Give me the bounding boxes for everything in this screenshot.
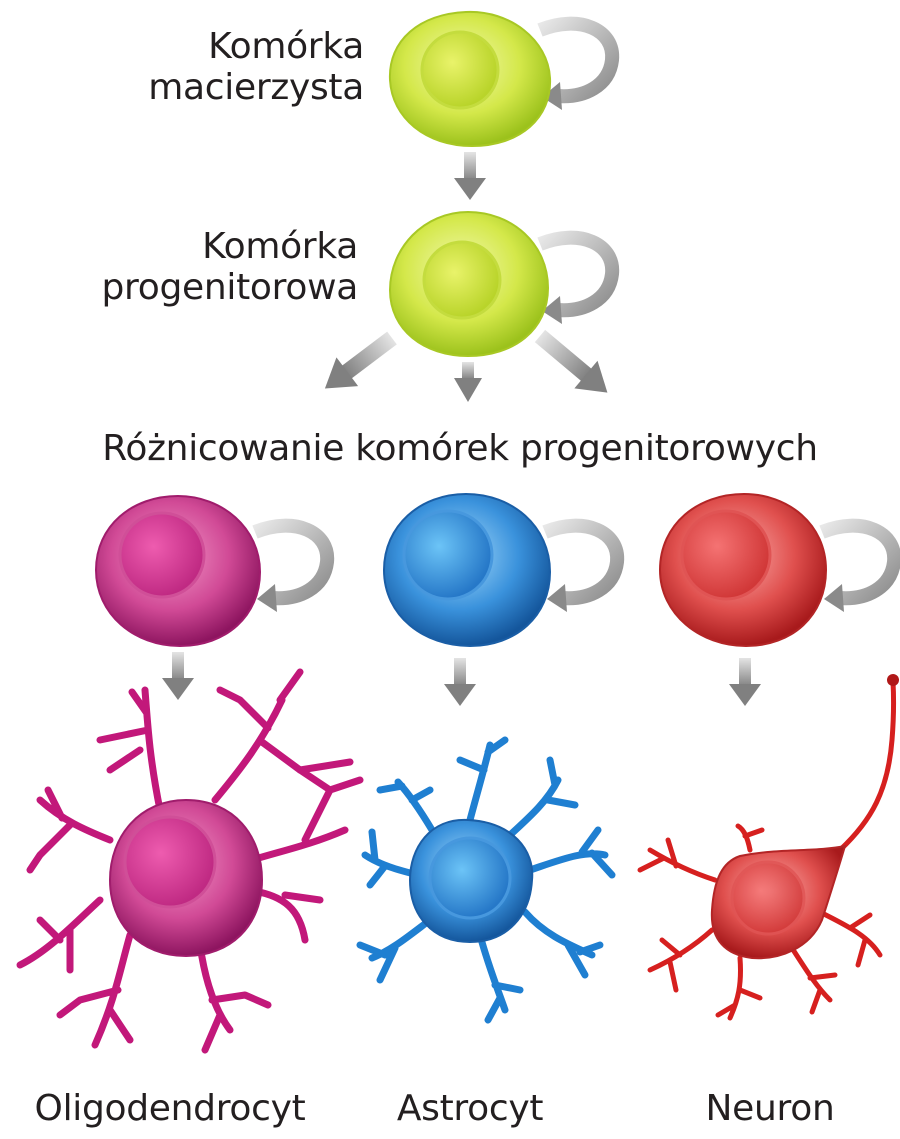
oligodendrocyte-label: Oligodendrocyt (34, 1088, 306, 1129)
down-arrow-icon (729, 658, 761, 706)
down-arrow-icon (162, 652, 194, 700)
neuron-cell (637, 674, 899, 1021)
oligodendrocyte-cell (16, 668, 364, 1054)
stem-cell-label: Komórka macierzysta (110, 26, 364, 108)
differentiation-heading: Różnicowanie komórek progenitorowych (102, 428, 818, 469)
down-arrow-icon (534, 329, 608, 393)
oligodendrocyte-progenitor-cell (94, 494, 327, 648)
astrocyte-cell (356, 736, 616, 1024)
self-renewal-arrow-icon (540, 24, 612, 110)
down-arrow-icon (444, 658, 476, 706)
down-arrow-icon (324, 331, 397, 389)
self-renewal-arrow-icon (545, 526, 617, 612)
stem-cell-label-line2: macierzysta (148, 67, 364, 108)
self-renewal-arrow-icon (822, 526, 894, 612)
differentiation-arrows (324, 329, 608, 402)
astrocyte-label: Astrocyt (396, 1088, 544, 1129)
neuron-progenitor-cell (658, 492, 894, 648)
progenitor-cell-label: Komórka progenitorowa (40, 226, 359, 308)
down-arrow-icon (454, 152, 486, 200)
progenitor-cell-label-line1: Komórka (202, 226, 358, 267)
progenitor-cell (388, 210, 612, 358)
down-arrow-icon (454, 362, 482, 402)
progenitor-cell-label-line2: progenitorowa (101, 267, 359, 308)
astrocyte-progenitor-cell (382, 492, 617, 648)
neuron-label: Neuron (705, 1088, 835, 1129)
stem-cell (388, 10, 612, 148)
self-renewal-arrow-icon (540, 238, 612, 324)
stem-cell-label-line1: Komórka (208, 26, 364, 67)
self-renewal-arrow-icon (255, 526, 327, 612)
